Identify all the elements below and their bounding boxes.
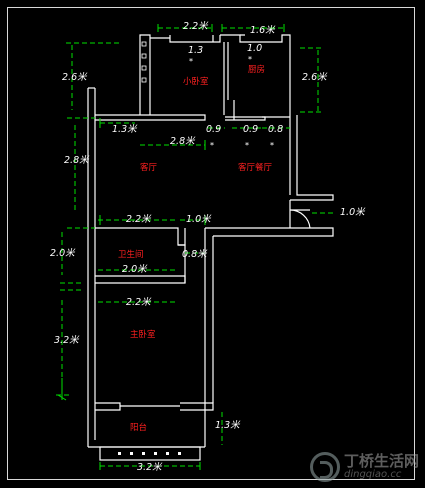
dim-top-right-width: 1.6米 <box>250 25 276 36</box>
room-balcony: 阳台 <box>130 422 147 433</box>
svg-text:*: * <box>189 57 193 66</box>
dim-bath-height: 2.0米 <box>50 248 76 259</box>
small-room-window <box>141 41 147 83</box>
dim-balcony-height: 1.3米 <box>215 420 241 431</box>
dim-top-right-height: 2.6米 <box>302 72 328 83</box>
dim-bath-ticks <box>60 282 82 291</box>
dim-living-width: 2.8米 <box>170 136 196 147</box>
room-bathroom: 卫生间 <box>118 249 144 260</box>
dim-door-right: 1.0米 <box>340 207 366 218</box>
dim-gap-09b: 0.9 <box>243 124 258 135</box>
dim-bath-depth: 0.8米 <box>182 249 208 260</box>
dimension-labels: 2.2米 1.6米 2.6米 2.6米 1.3 1.0 1.3米 2.8米 0.… <box>50 21 366 473</box>
wall-bath-bottom <box>95 275 186 284</box>
dim-corridor-gap: 1.0米 <box>186 214 212 225</box>
wall-small-room-left <box>139 34 151 115</box>
wall-corridor-bottom <box>205 227 334 237</box>
svg-text:*: * <box>245 141 249 150</box>
dim-living-row <box>100 122 290 146</box>
walls <box>87 34 334 461</box>
dim-balcony-width: 3.2米 <box>137 462 163 473</box>
wall-right-inner <box>204 228 214 403</box>
dim-gap-08: 0.8 <box>268 124 283 135</box>
watermark-url: dingqiao.cc <box>343 468 402 480</box>
dim-master-width: 2.2米 <box>126 297 152 308</box>
window-top <box>212 34 245 42</box>
wall-left-outer <box>87 88 96 447</box>
ledge-dots <box>118 452 181 455</box>
wall-partition <box>223 42 235 120</box>
wall-dining-top <box>225 116 266 121</box>
dim-left-mid-ticks <box>67 117 95 229</box>
wall-living-top <box>95 114 206 121</box>
svg-text:*: * <box>210 141 214 150</box>
room-labels: 小卧室 厨房 客厅 客厅餐厅 卫生间 主卧室 阳台 <box>118 64 273 433</box>
dimension-ticks <box>57 24 285 470</box>
dim-gap-09a: 0.9 <box>206 124 221 135</box>
dim-master-height: 3.2米 <box>54 335 80 346</box>
dim-left-height-mid: 2.8米 <box>64 155 90 166</box>
asterisks: * * * * * <box>189 55 274 150</box>
dim-wall-gap-left: 1.3米 <box>112 124 138 135</box>
dim-top-left-width: 2.2米 <box>183 21 209 32</box>
watermark: 丁桥生活网 dingqiao.cc <box>309 451 419 482</box>
dimension-lines <box>56 27 336 467</box>
dim-right-ticks <box>300 47 324 113</box>
balcony-ledge <box>99 446 201 461</box>
logo-icon <box>309 452 340 482</box>
room-dining: 客厅餐厅 <box>238 162 273 173</box>
wall-bath-top <box>95 227 186 246</box>
dim-top-left-height: 2.6米 <box>62 72 88 83</box>
room-living: 客厅 <box>140 162 158 173</box>
room-kitchen: 厨房 <box>248 64 265 75</box>
door-swing <box>289 209 311 229</box>
svg-text:*: * <box>248 55 252 64</box>
wall-right-dining <box>290 115 334 201</box>
room-master-bedroom: 主卧室 <box>130 329 156 340</box>
dim-corridor-width: 2.2米 <box>126 214 152 225</box>
watermark-name: 丁桥生活网 <box>343 451 419 470</box>
dim-small-room-width: 1.3 <box>188 45 203 56</box>
wall-bath-right <box>178 244 186 283</box>
dim-kitchen-width: 1.0 <box>247 43 262 54</box>
dim-bath-width: 2.0米 <box>122 264 148 275</box>
room-small-bedroom: 小卧室 <box>183 76 209 87</box>
svg-text:*: * <box>270 141 274 150</box>
wall-small-room-top <box>150 35 221 43</box>
